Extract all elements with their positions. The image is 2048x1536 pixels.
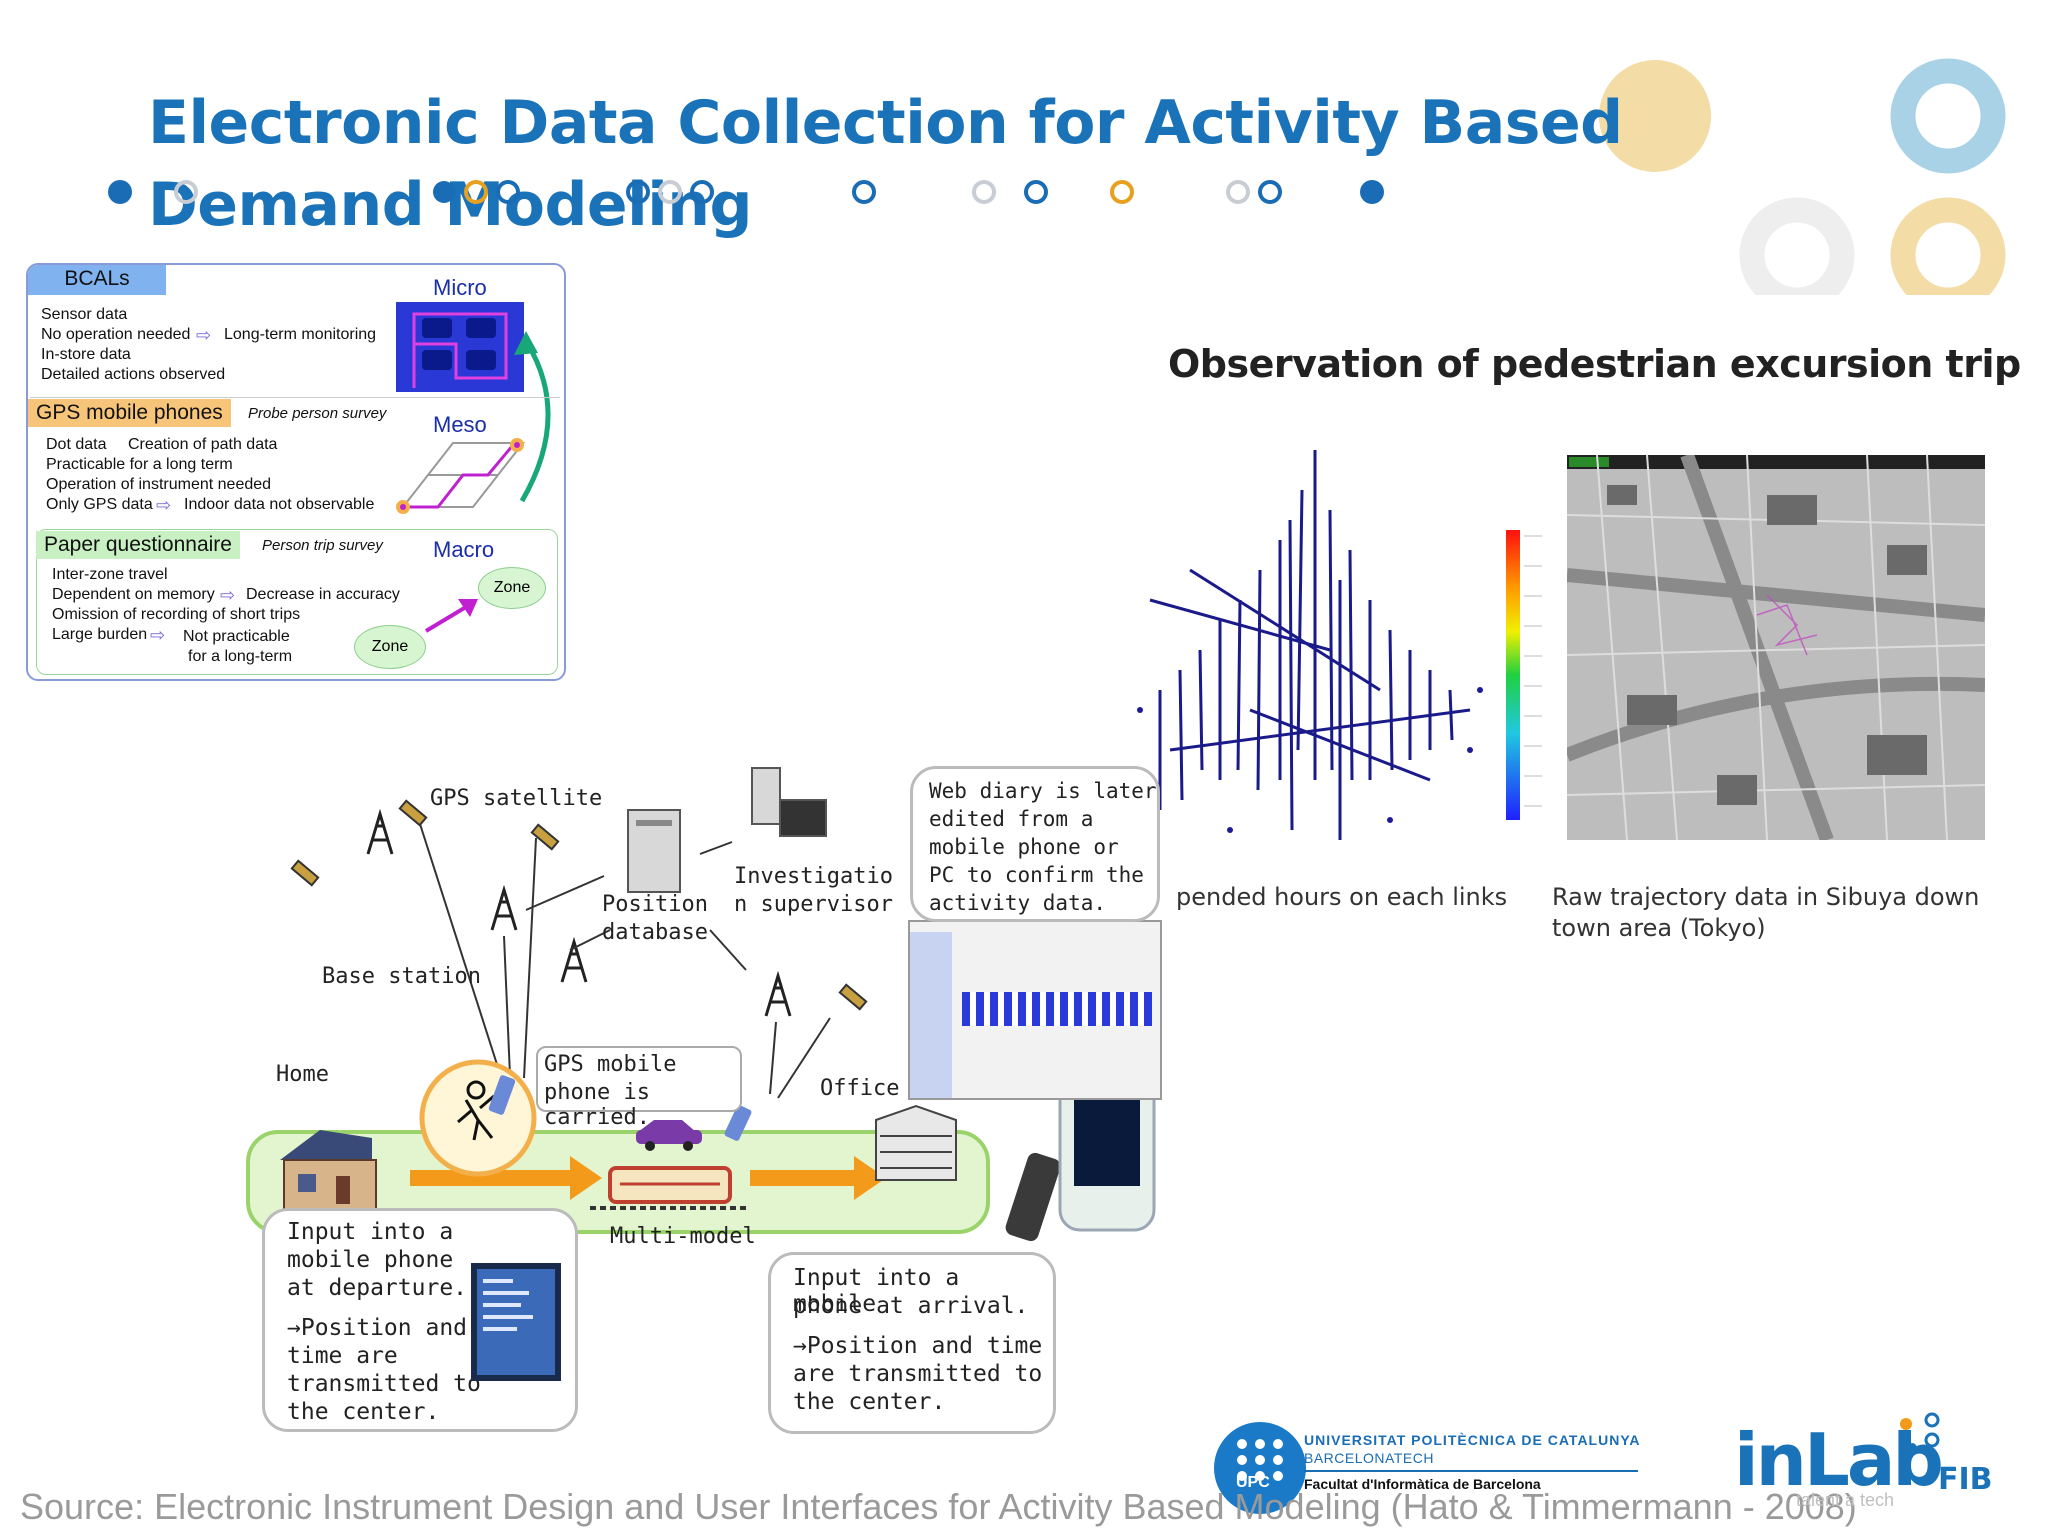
store-floor-plan-icon: [396, 302, 524, 392]
gps-carried-line-2: phone is carried.: [544, 1080, 650, 1130]
position-database-label-1: Position: [602, 892, 708, 917]
meso-label: Meso: [433, 412, 487, 437]
investigator-label-2: n supervisor: [734, 892, 893, 917]
meso-line-5: Only GPS data: [46, 496, 153, 513]
departure-line-2: mobile phone: [287, 1247, 454, 1273]
web-diary-bubble: Web diary is later edited from a mobile …: [910, 766, 1160, 922]
upc-badge-text: UPC: [1236, 1474, 1270, 1491]
inlab-logo-text: inLab: [1734, 1418, 1944, 1502]
arrival-line-2: phone at arrival.: [793, 1293, 1029, 1319]
path-network-icon: [396, 438, 526, 514]
screenshot-sidebar: [910, 932, 952, 1098]
decorative-dot-row: [108, 180, 1384, 204]
arrival-line-4: →Position and time: [793, 1333, 1043, 1359]
web-diary-line-4: PC to confirm the: [929, 863, 1144, 887]
upc-logo-icon: [1214, 1422, 1306, 1514]
departure-line-7: transmitted to: [287, 1371, 481, 1397]
macro-header: Paper questionnaire: [36, 531, 240, 559]
observation-title: Observation of pedestrian excursion trip: [1168, 342, 2021, 386]
micro-line-5: Detailed actions observed: [41, 366, 226, 383]
micro-label: Micro: [433, 275, 487, 300]
home-label: Home: [276, 1062, 329, 1087]
multi-model-label: Multi-model: [610, 1224, 756, 1249]
macro-line-5: Large burden: [52, 626, 148, 643]
upc-divider: [1304, 1470, 1638, 1472]
meso-header: GPS mobile phones: [28, 399, 231, 427]
micro-line-2: No operation needed: [41, 326, 191, 343]
web-diary-screenshot: [908, 920, 1162, 1100]
departure-line-8: the center.: [287, 1399, 440, 1425]
arrival-line-5: are transmitted to: [793, 1361, 1043, 1387]
trajectory-caption-line-2: town area (Tokyo): [1552, 914, 1766, 942]
web-diary-line-1: Web diary is later: [929, 779, 1157, 803]
bcal-header: BCALs: [28, 265, 166, 295]
inlab-dots-icon: [1900, 1412, 1940, 1453]
source-citation: Source: Electronic Instrument Design and…: [20, 1486, 1857, 1527]
micro-line-4: In-store data: [41, 346, 131, 363]
meso-subtitle: Probe person survey: [248, 405, 387, 422]
macro-line-1: Inter-zone travel: [52, 566, 168, 583]
mobile-phone-screen-icon: [471, 1263, 561, 1381]
arrival-line-6: the center.: [793, 1389, 946, 1415]
trajectory-map-image: [1567, 455, 1985, 840]
gps-carried-bubble: GPS mobile phone is carried.: [536, 1046, 742, 1130]
micro-line-3: Long-term monitoring: [224, 326, 377, 343]
arrow-icon: ⇨: [196, 325, 212, 345]
zone-bubble-upper: Zone: [478, 567, 546, 609]
departure-line-1: Input into a: [287, 1219, 454, 1245]
macro-line-3: Decrease in accuracy: [246, 586, 400, 603]
macro-line-2: Dependent on memory: [52, 586, 215, 603]
fib-logo-text: FIB: [1938, 1462, 1993, 1497]
macro-line-4: Omission of recording of short trips: [52, 606, 301, 623]
slide-title: Electronic Data Collection for Activity …: [148, 88, 1623, 240]
spending-hours-caption: pended hours on each links: [1176, 883, 1508, 911]
departure-line-6: time are: [287, 1343, 398, 1369]
decorative-circles: [1599, 58, 2006, 295]
screenshot-table: [962, 992, 1152, 1026]
trajectory-caption-line-1: Raw trajectory data in Sibuya down: [1552, 883, 1980, 911]
macro-line-7: for a long-term: [188, 648, 293, 665]
departure-bubble: Input into a mobile phone at departure. …: [262, 1208, 578, 1432]
meso-line-3: Practicable for a long term: [46, 456, 233, 473]
web-diary-line-3: mobile phone or: [929, 835, 1119, 859]
color-scale-legend: [1506, 530, 1542, 820]
meso-line-2: Creation of path data: [128, 436, 278, 453]
zone-bubble-lower: Zone: [354, 625, 426, 669]
gps-carried-line-1: GPS mobile: [544, 1052, 677, 1077]
arrow-icon: ⇨: [220, 585, 236, 605]
base-station-label: Base station: [322, 964, 481, 989]
arrow-icon: ⇨: [150, 625, 166, 645]
meso-line-1: Dot data: [46, 436, 107, 453]
position-database-label-2: database: [602, 920, 708, 945]
spending-hours-3d-plot: [1137, 450, 1483, 840]
upc-name-line-3: Facultat d'Informàtica de Barcelona: [1304, 1476, 1541, 1492]
arrival-bubble: Input into a mobile phone at arrival. →P…: [768, 1252, 1056, 1434]
meso-line-4: Operation of instrument needed: [46, 476, 272, 493]
arrival-line-1: Input into a mobile: [793, 1265, 960, 1317]
office-label: Office: [820, 1076, 900, 1101]
data-collection-diagram: [246, 767, 1156, 1242]
bcal-figure: BCALs Micro Sensor data No operation nee…: [26, 263, 566, 681]
upc-name-line-1: UNIVERSITAT POLITÈCNICA DE CATALUNYA: [1304, 1432, 1641, 1448]
meso-line-6: Indoor data not observable: [184, 496, 375, 513]
web-diary-line-2: edited from a: [929, 807, 1094, 831]
macro-label: Macro: [433, 537, 495, 562]
macro-section-border: [36, 529, 558, 675]
micro-line-1: Sensor data: [41, 306, 128, 323]
upc-name-line-2: BARCELONATECH: [1304, 1450, 1434, 1466]
gps-satellite-label: GPS satellite: [430, 786, 603, 811]
investigator-label-1: Investigatio: [734, 864, 893, 889]
macro-subtitle: Person trip survey: [262, 537, 383, 554]
zone-arrow-icon: [424, 599, 478, 633]
departure-line-5: →Position and: [287, 1315, 468, 1341]
watermark-text: talent a tech: [1796, 1490, 1895, 1510]
macro-line-6: Not practicable: [183, 628, 290, 645]
departure-line-3: at departure.: [287, 1275, 468, 1301]
web-diary-line-5: activity data.: [929, 891, 1107, 915]
arrow-icon: ⇨: [156, 495, 172, 515]
curved-arrow-icon: [514, 331, 551, 503]
meso-section-border: [30, 397, 560, 398]
